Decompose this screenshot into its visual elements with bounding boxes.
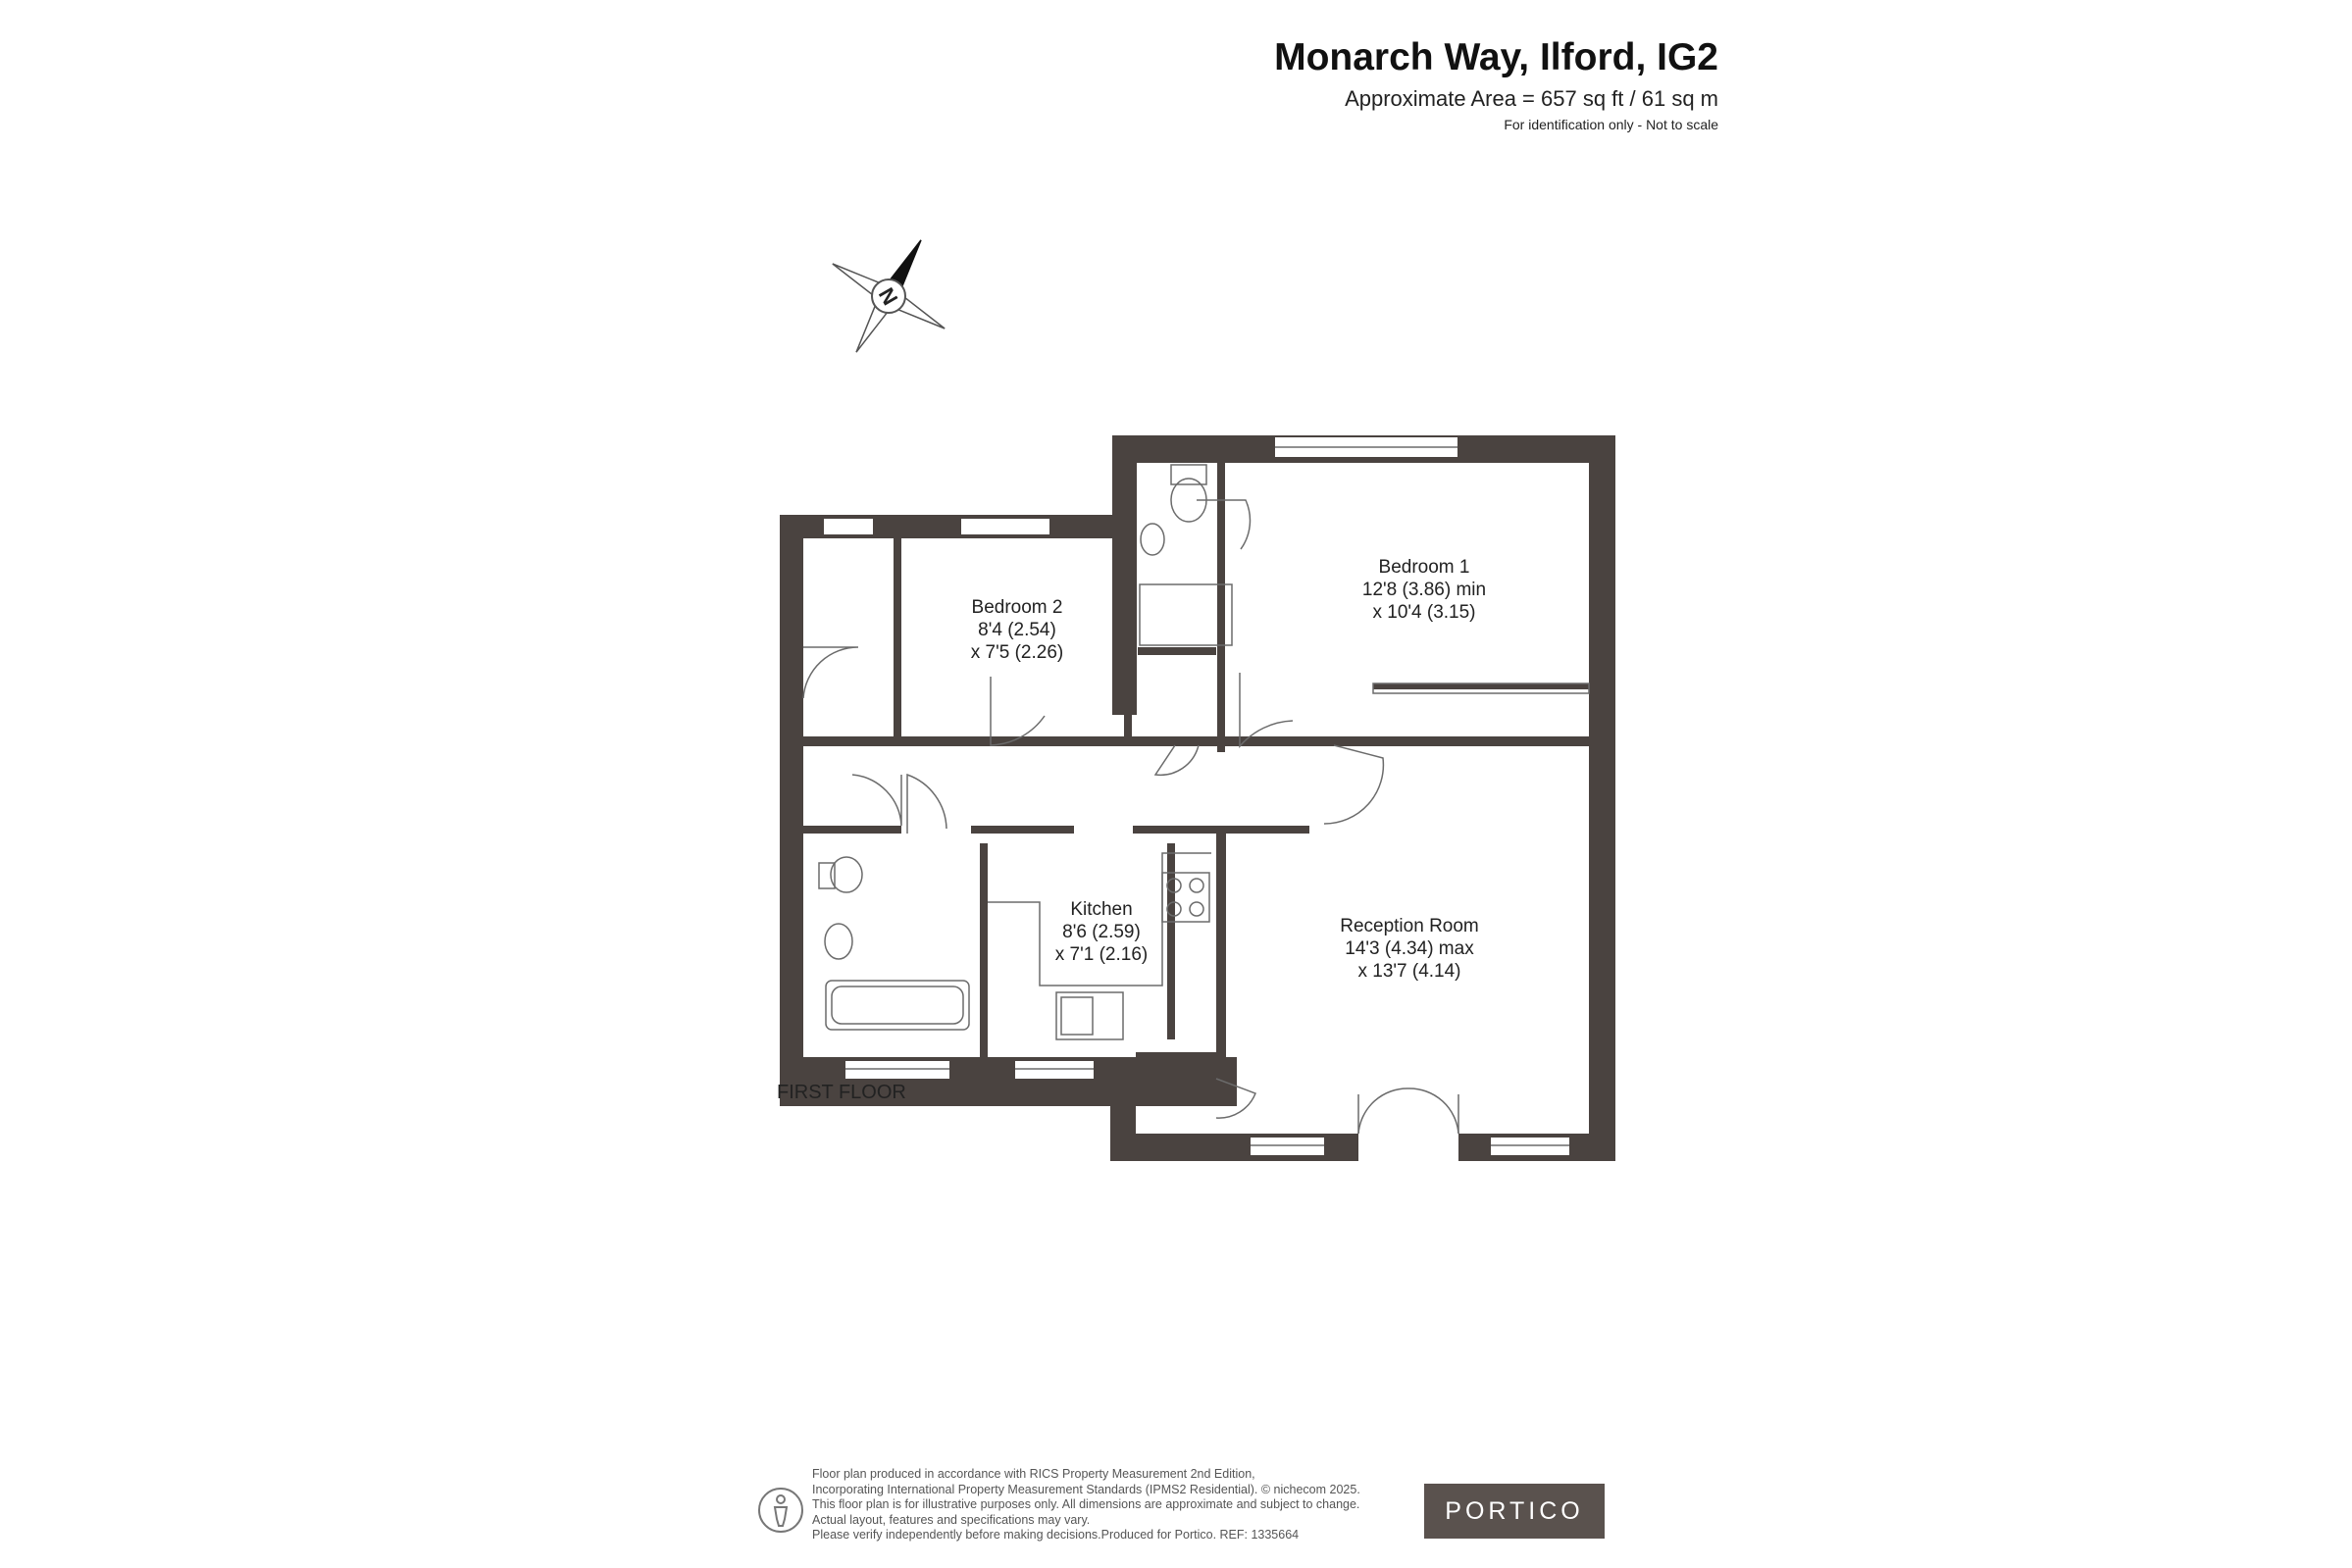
floor-label: FIRST FLOOR xyxy=(777,1082,906,1103)
disclaimer-line: Incorporating International Property Mea… xyxy=(812,1482,1360,1496)
kitchen-name: Kitchen xyxy=(1070,899,1132,920)
kitchen-dim1: 8'6 (2.59) xyxy=(1062,922,1141,942)
approximate-area: Approximate Area = 657 sq ft / 61 sq m xyxy=(1345,86,1718,111)
disclaimer-line: Please verify independently before makin… xyxy=(812,1528,1300,1542)
reception-name: Reception Room xyxy=(1340,916,1479,936)
bedroom1-name: Bedroom 1 xyxy=(1379,557,1470,578)
scale-note: For identification only - Not to scale xyxy=(1504,117,1718,132)
windows xyxy=(824,437,1569,1165)
portico-logo: PORTICO xyxy=(1424,1484,1605,1539)
north-arrow-icon: N xyxy=(832,239,946,353)
person-info-icon xyxy=(758,1488,803,1533)
disclaimer-line: Floor plan produced in accordance with R… xyxy=(812,1467,1255,1481)
disclaimer: Floor plan produced in accordance with R… xyxy=(812,1467,1360,1543)
bedroom1-dim2: x 10'4 (3.15) xyxy=(1372,602,1475,623)
kitchen-dim2: x 7'1 (2.16) xyxy=(1055,944,1148,965)
disclaimer-line: Actual layout, features and specificatio… xyxy=(812,1512,1091,1527)
header: Monarch Way, Ilford, IG2 Approximate Are… xyxy=(1274,35,1718,135)
bedroom2-name: Bedroom 2 xyxy=(972,597,1063,618)
bedroom2-dim2: x 7'5 (2.26) xyxy=(971,642,1063,663)
reception-dim1: 14'3 (4.34) max xyxy=(1345,938,1474,959)
fixtures xyxy=(802,446,1590,1146)
reception-dim2: x 13'7 (4.14) xyxy=(1357,961,1460,982)
property-title: Monarch Way, Ilford, IG2 xyxy=(1274,36,1718,78)
bedroom1-dim1: 12'8 (3.86) min xyxy=(1362,580,1486,600)
bedroom2-dim1: 8'4 (2.54) xyxy=(978,620,1056,640)
disclaimer-line: This floor plan is for illustrative purp… xyxy=(812,1497,1360,1511)
walls xyxy=(780,435,1615,1161)
